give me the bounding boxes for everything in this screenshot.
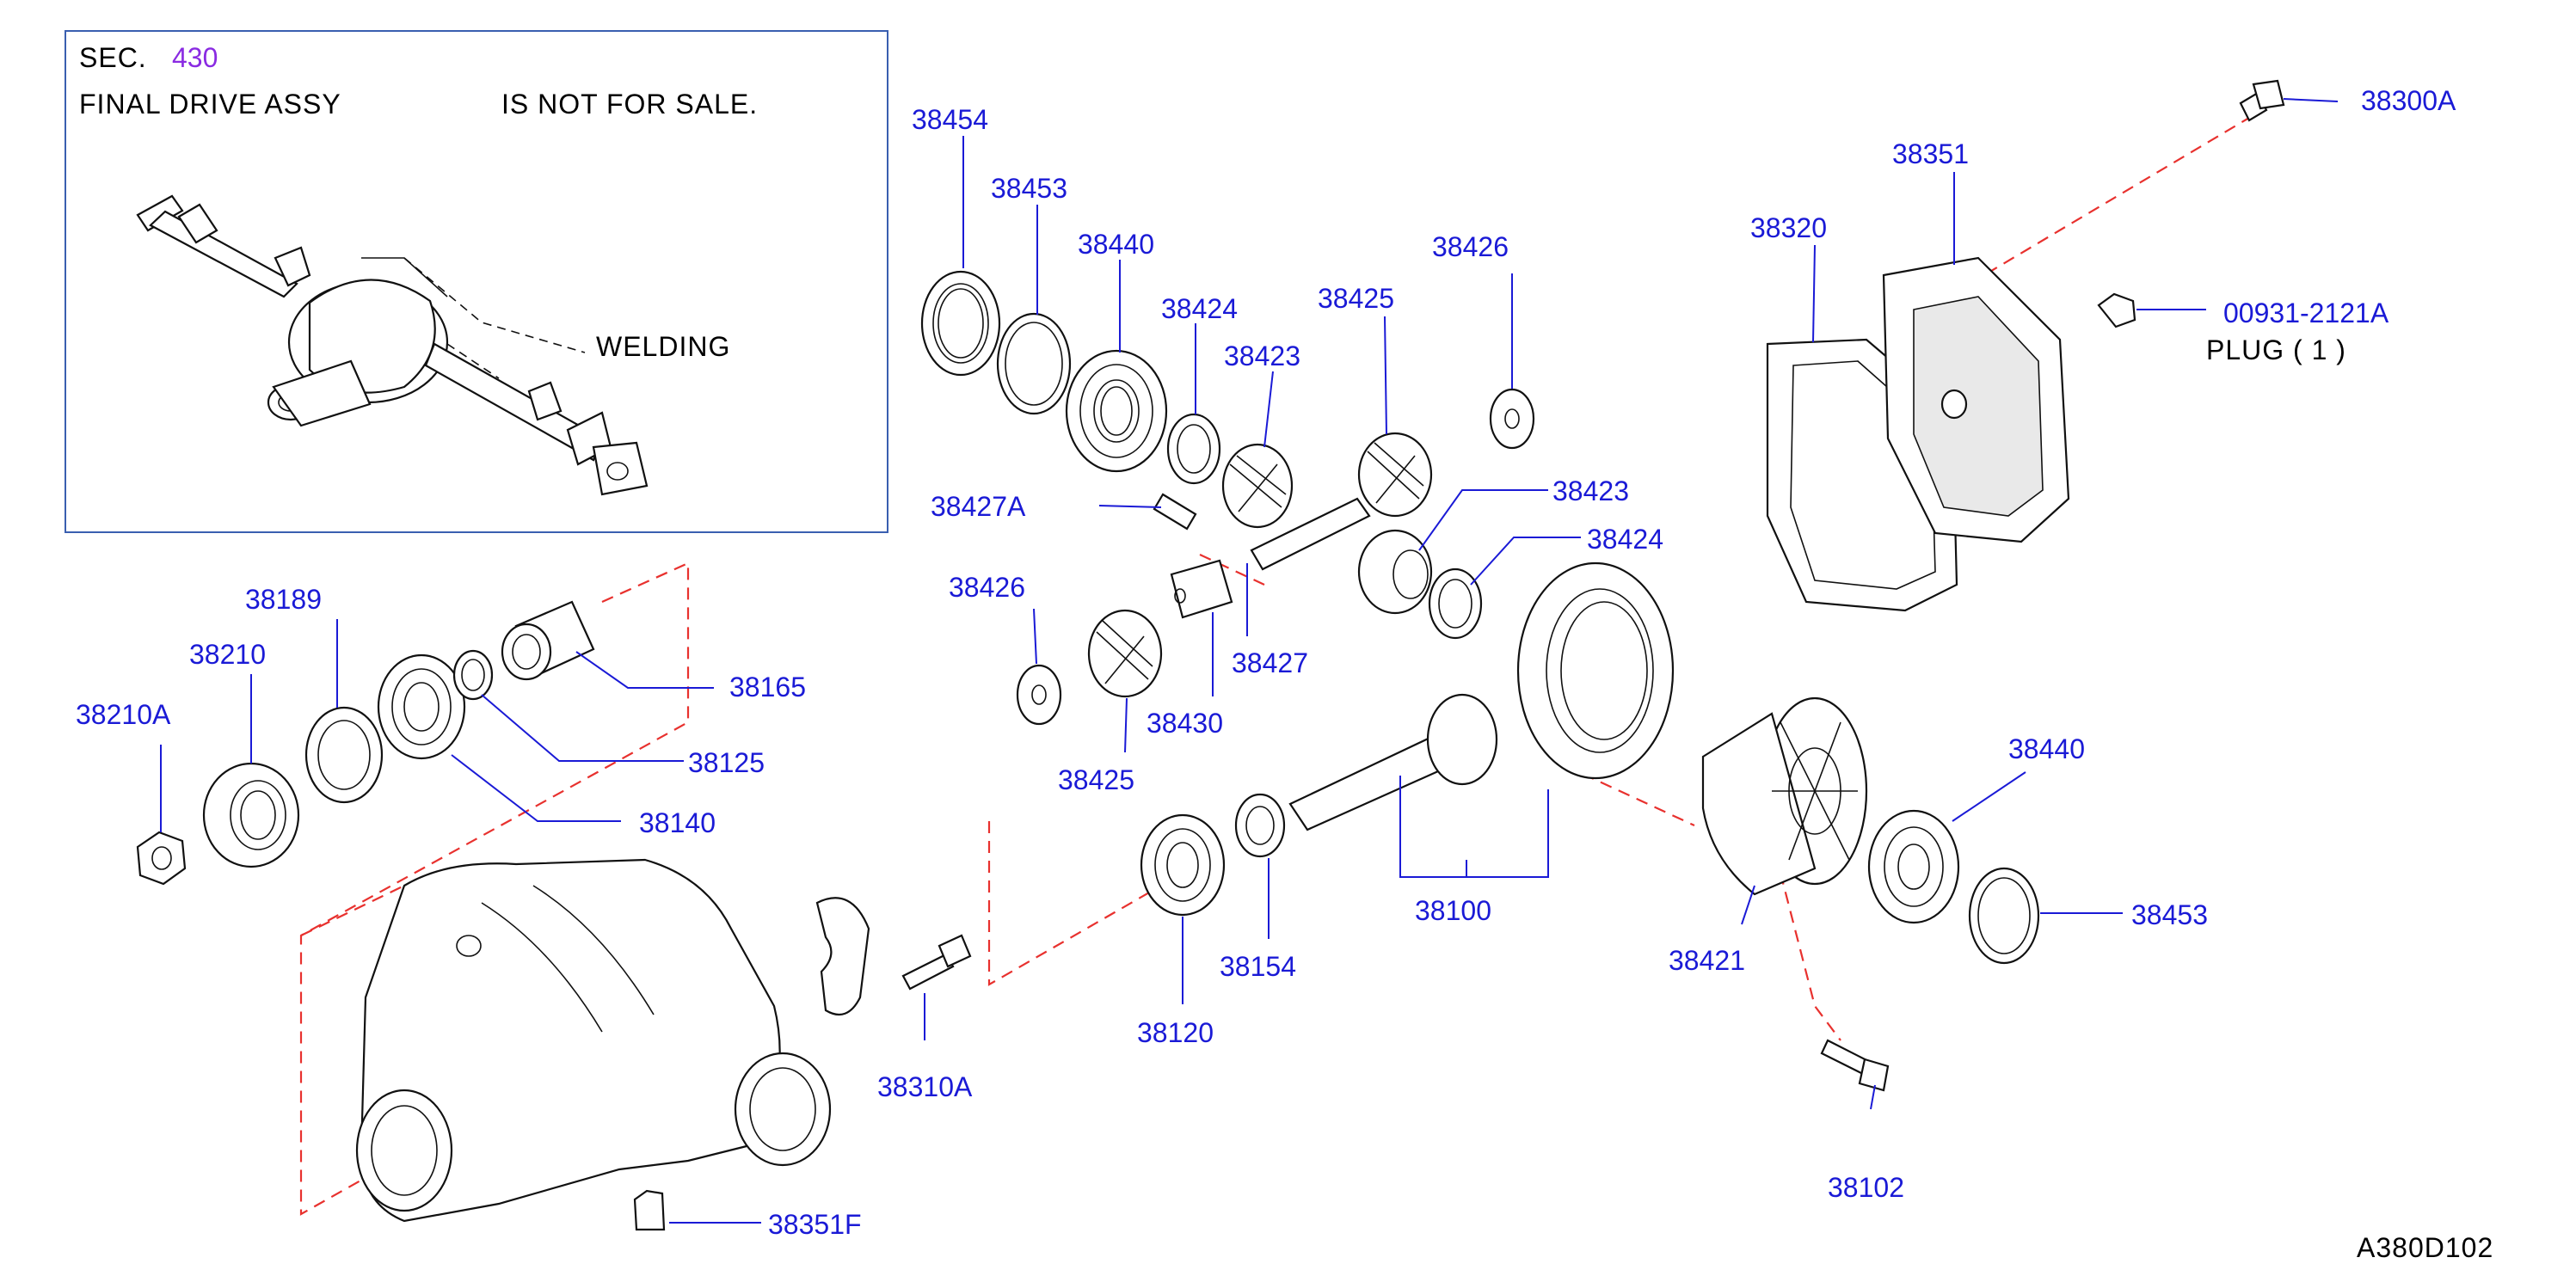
label-38430[interactable]: 38430 [1147,708,1223,739]
label-38426-2[interactable]: 38426 [949,572,1025,603]
label-38427[interactable]: 38427 [1232,647,1308,678]
part-38120-bearing[interactable] [1140,813,1226,917]
part-38102-bolt[interactable] [1820,1039,1890,1092]
label-38210[interactable]: 38210 [189,639,266,670]
welding-label: WELDING [596,331,730,362]
part-38300A-bolt[interactable] [2239,79,2285,122]
label-38453-2[interactable]: 38453 [2131,899,2208,930]
label-38210A[interactable]: 38210A [76,699,171,730]
label-38424[interactable]: 38424 [1161,293,1238,324]
label-38125[interactable]: 38125 [688,747,765,778]
label-38453[interactable]: 38453 [991,173,1067,204]
label-38100[interactable]: 38100 [1415,895,1491,926]
part-38427A-lock-pin[interactable] [1153,493,1197,531]
axle-housing-illustration [136,194,649,496]
plug-note: PLUG ( 1 ) [2206,334,2346,365]
part-labels: 38454 38453 38440 38424 38423 38425 3842… [76,85,2456,1240]
label-38140[interactable]: 38140 [639,807,716,838]
part-38125-washer[interactable] [452,649,494,701]
part-38430-thrust-block[interactable] [1170,559,1233,619]
part-00931-2121A-plug[interactable] [2097,292,2136,328]
part-38165-spacer[interactable] [501,600,595,681]
label-38351F[interactable]: 38351F [768,1209,862,1240]
part-38154-shim[interactable] [1234,793,1286,858]
part-38440-bearing[interactable] [1065,349,1168,473]
label-38425[interactable]: 38425 [1318,283,1394,314]
label-38120[interactable]: 38120 [1137,1017,1214,1048]
label-38425-2[interactable]: 38425 [1058,764,1134,795]
label-38426[interactable]: 38426 [1432,231,1509,262]
assembly-guide-lines [299,117,2250,1216]
part-38210A-nut[interactable] [136,831,187,886]
section-reference-box: SEC. 430 FINAL DRIVE ASSY IS NOT FOR SAL… [65,30,888,533]
diagram-code: A380D102 [2357,1232,2493,1263]
part-38440-bearing-2[interactable] [1867,809,1960,924]
sec-number-link[interactable]: 430 [172,42,218,73]
part-38454-seal[interactable] [920,270,1001,377]
label-38310A[interactable]: 38310A [877,1071,973,1102]
part-38210-companion-flange[interactable] [202,762,300,868]
part-38310A-bolt[interactable] [901,934,972,991]
label-38421[interactable]: 38421 [1669,945,1745,976]
part-38423-side-gear[interactable] [1221,443,1294,529]
part-38453-shim-2[interactable] [1968,867,2040,965]
part-38424-washer-2[interactable] [1428,567,1483,640]
part-38424-washer[interactable] [1166,413,1221,485]
part-38140-bearing[interactable] [377,653,466,760]
part-38189-oil-seal[interactable] [304,706,384,804]
label-38351[interactable]: 38351 [1892,138,1969,169]
label-38300A[interactable]: 38300A [2361,85,2456,116]
note-final-drive: FINAL DRIVE ASSY [79,89,341,120]
label-38454[interactable]: 38454 [912,104,988,135]
part-38426-thrust-washer[interactable] [1489,388,1535,450]
label-38102[interactable]: 38102 [1828,1172,1904,1203]
label-38427A[interactable]: 38427A [931,491,1026,522]
part-38351F-plug[interactable] [633,1189,666,1231]
label-38189[interactable]: 38189 [245,584,322,615]
part-38425-pinion-mate-2[interactable] [1087,609,1163,698]
part-bearing-cap [815,897,870,1016]
part-38351-rear-cover[interactable] [1882,256,2070,543]
label-38440[interactable]: 38440 [1078,229,1154,260]
label-38423-2[interactable]: 38423 [1552,475,1629,506]
leader-lines [160,98,2339,1224]
note-not-for-sale: IS NOT FOR SALE. [501,89,758,120]
label-38320[interactable]: 38320 [1750,212,1827,243]
part-38100-ring-gear-pinion[interactable] [1288,561,1675,831]
part-38421-diff-case[interactable] [1701,696,1868,896]
label-38424-2[interactable]: 38424 [1587,524,1663,555]
label-38165[interactable]: 38165 [729,672,806,702]
part-38427-pinion-shaft[interactable] [1250,497,1371,571]
part-38423-side-gear-2[interactable] [1357,529,1433,615]
label-00931-2121A[interactable]: 00931-2121A [2223,298,2389,328]
sec-label: SEC. [79,42,147,73]
label-38154[interactable]: 38154 [1220,951,1296,982]
part-38425-pinion-mate[interactable] [1357,432,1433,518]
part-carrier-housing [355,858,832,1223]
part-38426-thrust-washer-2[interactable] [1016,664,1062,726]
part-38453-shim[interactable] [996,312,1072,415]
label-38440-2[interactable]: 38440 [2008,733,2085,764]
label-38423[interactable]: 38423 [1224,340,1300,371]
